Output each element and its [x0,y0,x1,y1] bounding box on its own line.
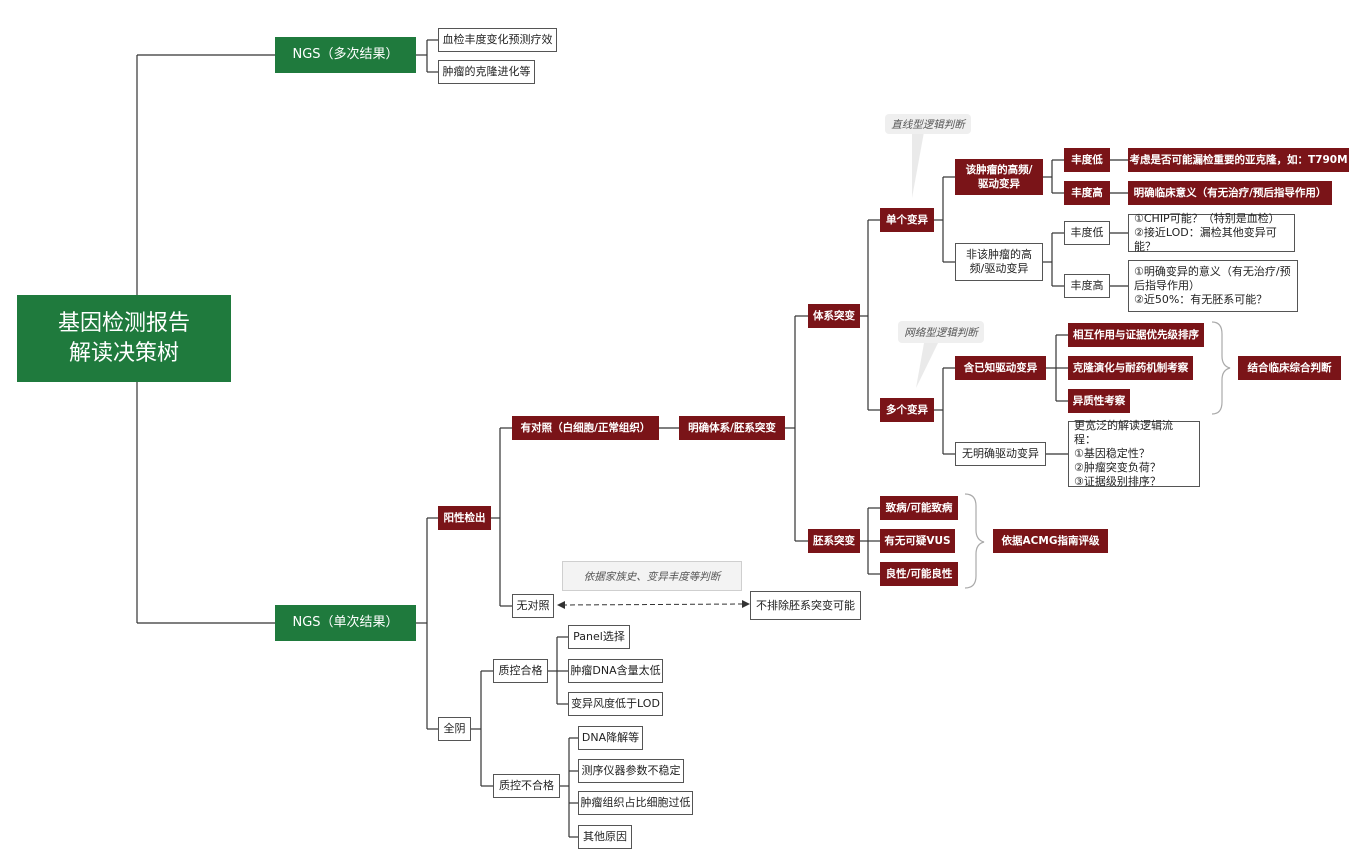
clarify-node[interactable]: 明确体系/胚系突变 [679,416,785,440]
high-abundance-red-node[interactable]: 丰度高 [1064,181,1110,205]
no-driver-node[interactable]: 无明确驱动变异 [955,442,1046,466]
known-driver-node[interactable]: 含已知驱动变异 [955,356,1046,380]
root-title[interactable]: 基因检测报告 解读决策树 [17,295,231,382]
meaning-note[interactable]: ①明确变异的意义（有无治疗/预 后指导作用） ②近50%：有无胚系可能？ [1128,260,1298,312]
germline-node[interactable]: 胚系突变 [808,529,860,553]
chip-note[interactable]: ①CHIP可能？（特别是血检） ②接近LOD：漏检其他变异可能？ [1128,212,1295,253]
single-variant-node[interactable]: 单个变异 [880,208,934,232]
high-freq-driver-node[interactable]: 该肿瘤的高频/ 驱动变异 [955,159,1043,195]
low-abundance-node[interactable]: 丰度低 [1064,221,1110,245]
qc-pass-item-lod[interactable]: 变异风度低于LOD [568,692,663,716]
clinical-significance-node[interactable]: 明确临床意义（有无治疗/预后指导作用） [1128,181,1332,205]
qc-fail-item-other[interactable]: 其他原因 [578,825,632,849]
multi-item-blood-abundance[interactable]: 血检丰度变化预测疗效 [438,28,557,52]
clonal-evolution-node[interactable]: 克隆演化与耐药机制考察 [1068,356,1193,380]
linear-logic-bubble: 直线型逻辑判断 [885,114,971,134]
qc-fail-item-degradation[interactable]: DNA降解等 [578,726,643,750]
non-driver-node[interactable]: 非该肿瘤的高 频/驱动变异 [955,243,1043,281]
qc-fail-item-tumor-ratio[interactable]: 肿瘤组织占比细胞过低 [578,791,693,815]
subclone-node[interactable]: 考虑是否可能漏检重要的亚克隆，如：T790M [1128,148,1349,172]
vus-node[interactable]: 有无可疑VUS [880,529,955,553]
network-logic-bubble: 网络型逻辑判断 [898,321,984,343]
broader-logic-note[interactable]: 更宽泛的解读逻辑流程： ①基因稳定性？ ②肿瘤突变负荷？ ③证据级别排序？ [1068,419,1200,488]
combine-clinical-node[interactable]: 结合临床综合判断 [1238,356,1341,380]
qc-pass-item-panel[interactable]: Panel选择 [568,625,630,649]
ngs-single-node[interactable]: NGS（单次结果） [275,605,416,641]
high-abundance-node[interactable]: 丰度高 [1064,274,1110,298]
qc-pass-node[interactable]: 质控合格 [493,659,548,683]
family-history-note: 依据家族史、变异丰度等判断 [562,561,742,591]
cannot-exclude-node[interactable]: 不排除胚系突变可能 [750,591,861,620]
qc-fail-node[interactable]: 质控不合格 [493,774,560,798]
pathogenic-node[interactable]: 致病/可能致病 [880,496,958,520]
interaction-node[interactable]: 相互作用与证据优先级排序 [1068,323,1204,347]
heterogeneity-node[interactable]: 异质性考察 [1068,389,1130,413]
positive-node[interactable]: 阳性检出 [438,506,491,530]
qc-pass-item-dna-low[interactable]: 肿瘤DNA含量太低 [568,659,663,683]
somatic-node[interactable]: 体系突变 [808,304,860,328]
no-control-node[interactable]: 无对照 [512,594,554,618]
all-negative-node[interactable]: 全阴 [438,717,471,741]
multi-item-clonal-evolution[interactable]: 肿瘤的克隆进化等 [438,60,535,84]
ngs-multi-node[interactable]: NGS（多次结果） [275,37,416,73]
benign-node[interactable]: 良性/可能良性 [880,562,958,586]
low-abundance-red-node[interactable]: 丰度低 [1064,148,1110,172]
multi-variant-node[interactable]: 多个变异 [880,398,934,422]
acmg-node[interactable]: 依据ACMG指南评级 [993,529,1108,553]
qc-fail-item-instrument[interactable]: 测序仪器参数不稳定 [578,759,684,783]
with-control-node[interactable]: 有对照（白细胞/正常组织） [512,416,659,440]
